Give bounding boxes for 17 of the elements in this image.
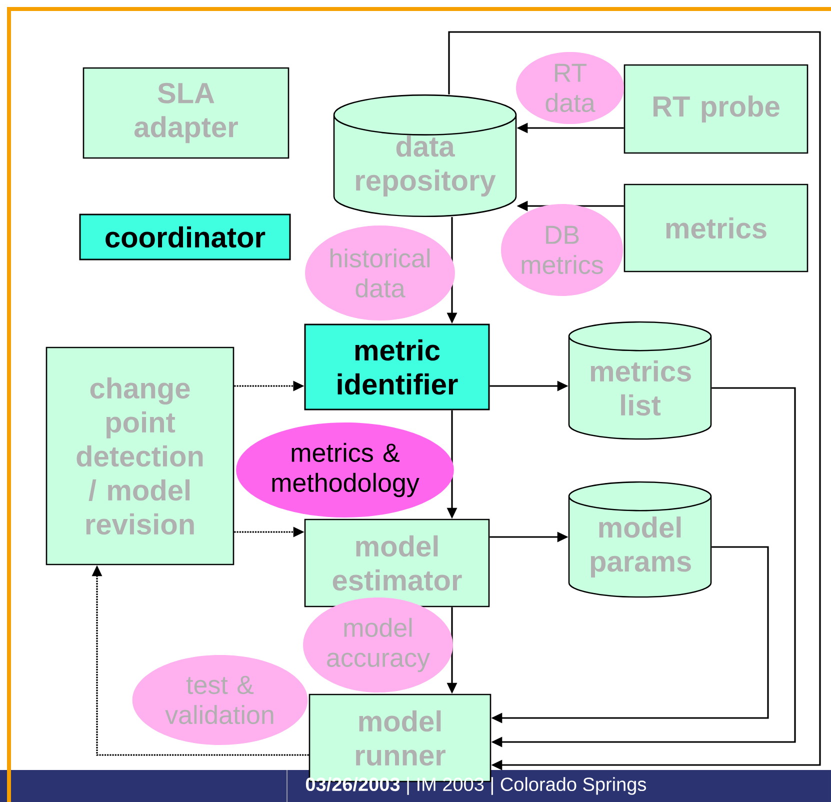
arrow	[448, 31, 821, 770]
edge-label: test & validation	[132, 655, 308, 745]
cylinder-store: data repository	[333, 94, 517, 218]
edge-label: RT data	[516, 52, 624, 124]
process-box: metrics	[624, 184, 808, 272]
cylinder-store: model params	[568, 481, 712, 598]
process-box: coordinator	[79, 214, 291, 260]
edge-label: historical data	[305, 226, 455, 320]
process-box: SLA adapter	[82, 67, 290, 159]
cylinder-store: metrics list	[568, 321, 712, 440]
edge-label: model accuracy	[303, 598, 453, 692]
edge-label: metrics & methodology	[236, 422, 454, 518]
process-box: RT probe	[624, 64, 808, 154]
edge-label: DB metrics	[501, 204, 623, 296]
process-box: change point detection / model revision	[46, 346, 234, 566]
process-box: model estimator	[304, 518, 490, 608]
process-box: metric identifier	[304, 324, 490, 410]
